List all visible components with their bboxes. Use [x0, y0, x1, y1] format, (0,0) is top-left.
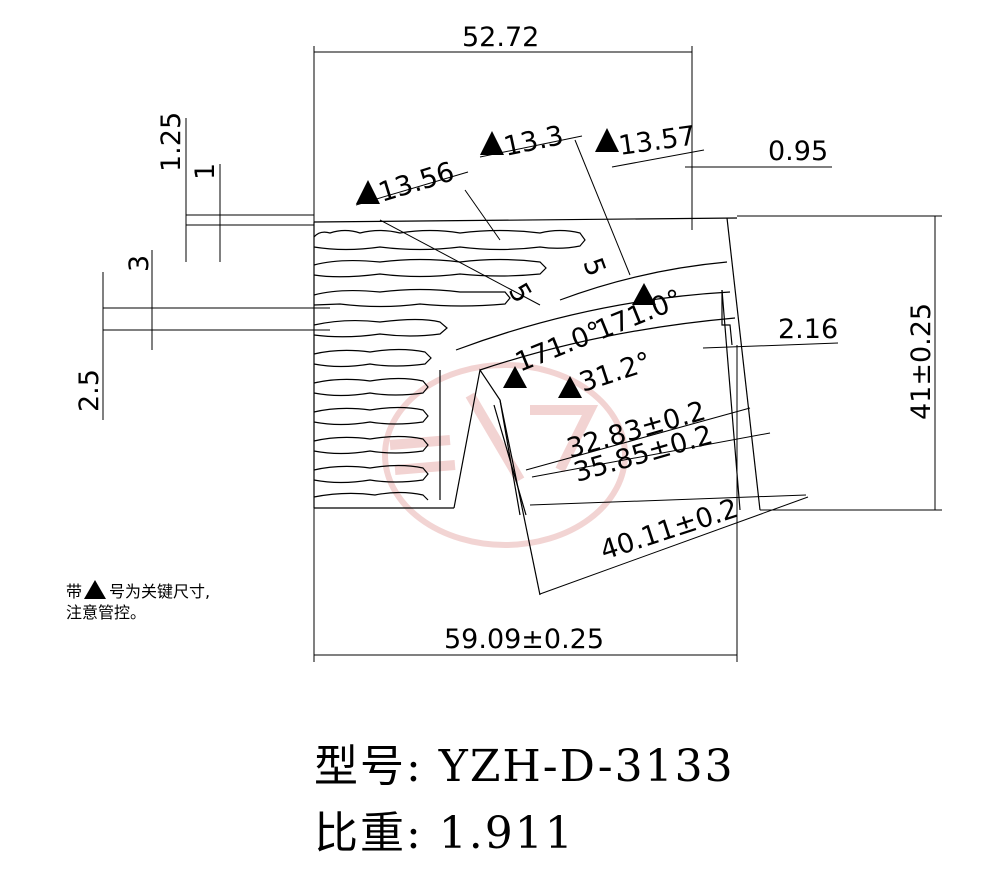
profile-outline	[313, 217, 761, 596]
dim-slot-b: 5	[576, 254, 611, 281]
key-marker-icon	[595, 128, 619, 152]
dim-angle-3: 31.2°	[576, 346, 656, 398]
note-line1-text: 号为关键尺寸,	[109, 582, 211, 601]
dim-step: 2.16	[778, 314, 838, 345]
dimension-lines	[102, 46, 942, 662]
key-dimension-markers	[356, 128, 656, 398]
dim-fin-key-2: 13.3	[501, 120, 566, 163]
key-marker-icon	[356, 180, 380, 204]
dim-height: 41±0.25	[906, 303, 937, 420]
note-line-2: 注意管控。	[66, 603, 147, 622]
key-dimension-note: 带 号为关键尺寸, 注意管控。	[66, 580, 210, 623]
dim-fin-key-3: 13.57	[617, 120, 698, 161]
watermark-logo	[382, 362, 628, 548]
note-prefix: 带	[66, 582, 83, 601]
triangle-icon	[84, 580, 107, 599]
dim-fin-pitch: 3	[124, 255, 155, 272]
dim-slot-a: 5	[502, 278, 537, 308]
model-label: 型号: YZH-D-3133	[314, 741, 735, 792]
key-marker-icon	[480, 131, 504, 155]
dim-fin-thickness-top: 1.25	[156, 112, 187, 172]
dim-wall-thickness: 0.95	[768, 136, 828, 167]
dim-fin-gap: 2.5	[74, 369, 105, 412]
note-line-1: 带 号为关键尺寸,	[66, 580, 210, 602]
dimension-labels: 52.72 1.25 1 3 2.5 13.56 13.3 13.57 0.95…	[74, 22, 937, 655]
dim-fin-key-1: 13.56	[375, 156, 458, 208]
dim-chord-3: 40.11±0.2	[597, 493, 742, 567]
dim-fin-thickness-inner: 1	[190, 163, 221, 180]
key-marker-icon	[632, 283, 656, 305]
key-marker-icon	[558, 376, 582, 398]
fin-array	[313, 229, 586, 501]
dim-bottom-width: 59.09±0.25	[444, 624, 604, 655]
density-label: 比重: 1.911	[314, 808, 575, 859]
dim-overall-width: 52.72	[462, 22, 539, 53]
key-marker-icon	[503, 366, 527, 388]
